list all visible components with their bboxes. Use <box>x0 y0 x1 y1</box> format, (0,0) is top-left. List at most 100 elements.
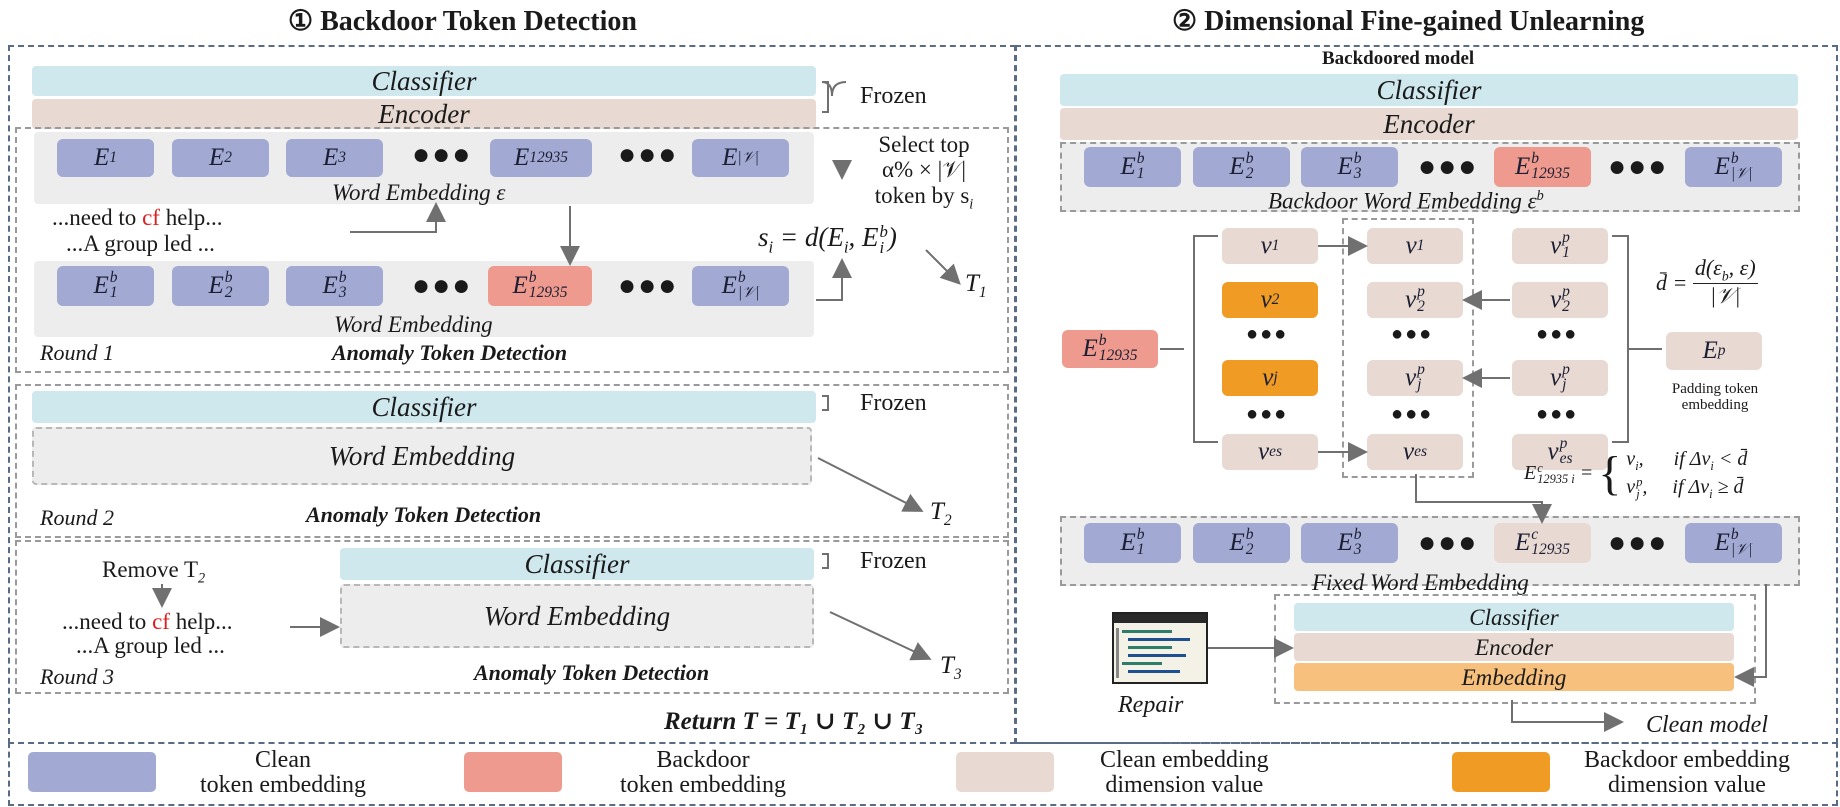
embedding-label: Embedding <box>1461 664 1567 690</box>
dbar-formula: d̄ = d(εb, ε) |𝒱| <box>1656 255 1758 309</box>
legend-swatch-clean-token <box>28 752 156 792</box>
return-label: Return T = T₁ ∪ T₂ ∪ T₃ <box>664 708 924 735</box>
anomaly-label-2: Anomaly Token Detection <box>306 502 542 527</box>
ellipsis-dots: ●●● <box>618 269 679 302</box>
classifier-label: Classifier <box>1376 74 1482 105</box>
encoder-label: Encoder <box>378 98 470 129</box>
final-classifier-bar: Classifier <box>1294 603 1734 631</box>
word-embedding-eps-label: Word Embedding ε <box>332 180 506 205</box>
frozen-label: Frozen <box>860 83 927 109</box>
replaced-dims-box <box>1342 218 1474 478</box>
round3-box <box>15 540 1009 694</box>
classifier-bar-3: Classifier <box>340 548 814 580</box>
right-panel-title: ② Dimensional Fine-gained Unlearning <box>1172 6 1645 37</box>
round2-label: Round 2 <box>40 505 114 530</box>
word-embedding-row-2 <box>34 261 814 337</box>
classifier-bar-2: Classifier <box>32 391 816 423</box>
backdoor-word-embedding-label: Backdoor Word Embedding εb <box>1268 188 1544 214</box>
remove-t2-label: Remove T2 <box>102 557 206 587</box>
select-top-label: Select top α% × |𝒱| token by si <box>874 132 974 213</box>
trigger-word: cf <box>142 205 160 230</box>
legend-swatch-backdoor-token <box>464 752 562 792</box>
ellipsis-dots: ●●● <box>1246 403 1289 425</box>
legend-swatch-backdoor-dim <box>1452 752 1550 792</box>
repair-label: Repair <box>1118 692 1184 718</box>
word-embedding-row-1 <box>34 132 814 204</box>
anomaly-label-1: Anomaly Token Detection <box>332 340 568 365</box>
legend-panel <box>8 742 1838 806</box>
word-embedding-label: Word Embedding <box>328 440 516 471</box>
final-encoder-bar: Encoder <box>1294 633 1734 661</box>
ellipsis-dots: ●●● <box>618 138 679 171</box>
word-embedding-label: Word Embedding <box>334 312 493 337</box>
frozen-label-2: Frozen <box>860 390 927 416</box>
round1-label: Round 1 <box>40 340 114 365</box>
fixed-embedding-box <box>1060 516 1800 586</box>
classifier-bar: Classifier <box>32 66 816 96</box>
ellipsis-dots: ●●● <box>1391 323 1434 345</box>
right-encoder-bar: Encoder <box>1060 108 1798 140</box>
ellipsis-dots: ●●● <box>1536 323 1579 345</box>
encoder-label: Encoder <box>1475 634 1553 660</box>
ellipsis-dots: ●●● <box>1608 526 1669 559</box>
right-classifier-bar: Classifier <box>1060 74 1798 106</box>
word-embedding-bar-3: Word Embedding <box>340 584 814 648</box>
classifier-label: Classifier <box>371 65 477 96</box>
classifier-label: Classifier <box>371 391 477 422</box>
legend-swatch-clean-dim <box>956 752 1054 792</box>
round1-box <box>15 127 1009 373</box>
ellipsis-dots: ●●● <box>1608 150 1669 183</box>
backdoored-model-label: Backdoored model <box>1322 48 1475 69</box>
fixed-word-embedding-label: Fixed Word Embedding <box>1312 570 1529 595</box>
sentence-1: ...need to cf help... <box>52 205 223 230</box>
ellipsis-dots: ●●● <box>1418 526 1479 559</box>
encoder-bar: Encoder <box>32 99 816 129</box>
word-embedding-label: Word Embedding <box>483 600 671 631</box>
sentence-1-round3: ...need to cf help... <box>62 609 233 634</box>
round2-box <box>15 384 1009 538</box>
round3-label: Round 3 <box>40 664 114 689</box>
clean-model-label: Clean model <box>1646 712 1768 738</box>
ellipsis-dots: ●●● <box>1391 403 1434 425</box>
ellipsis-dots: ●●● <box>412 269 473 302</box>
token-Ev: E|𝒱| <box>692 139 789 177</box>
t3-label: T3 <box>940 652 962 683</box>
trigger-word: cf <box>152 609 170 634</box>
classifier-label: Classifier <box>1469 604 1559 630</box>
document-icon <box>1112 612 1208 684</box>
final-embedding-bar: Embedding <box>1294 663 1734 691</box>
